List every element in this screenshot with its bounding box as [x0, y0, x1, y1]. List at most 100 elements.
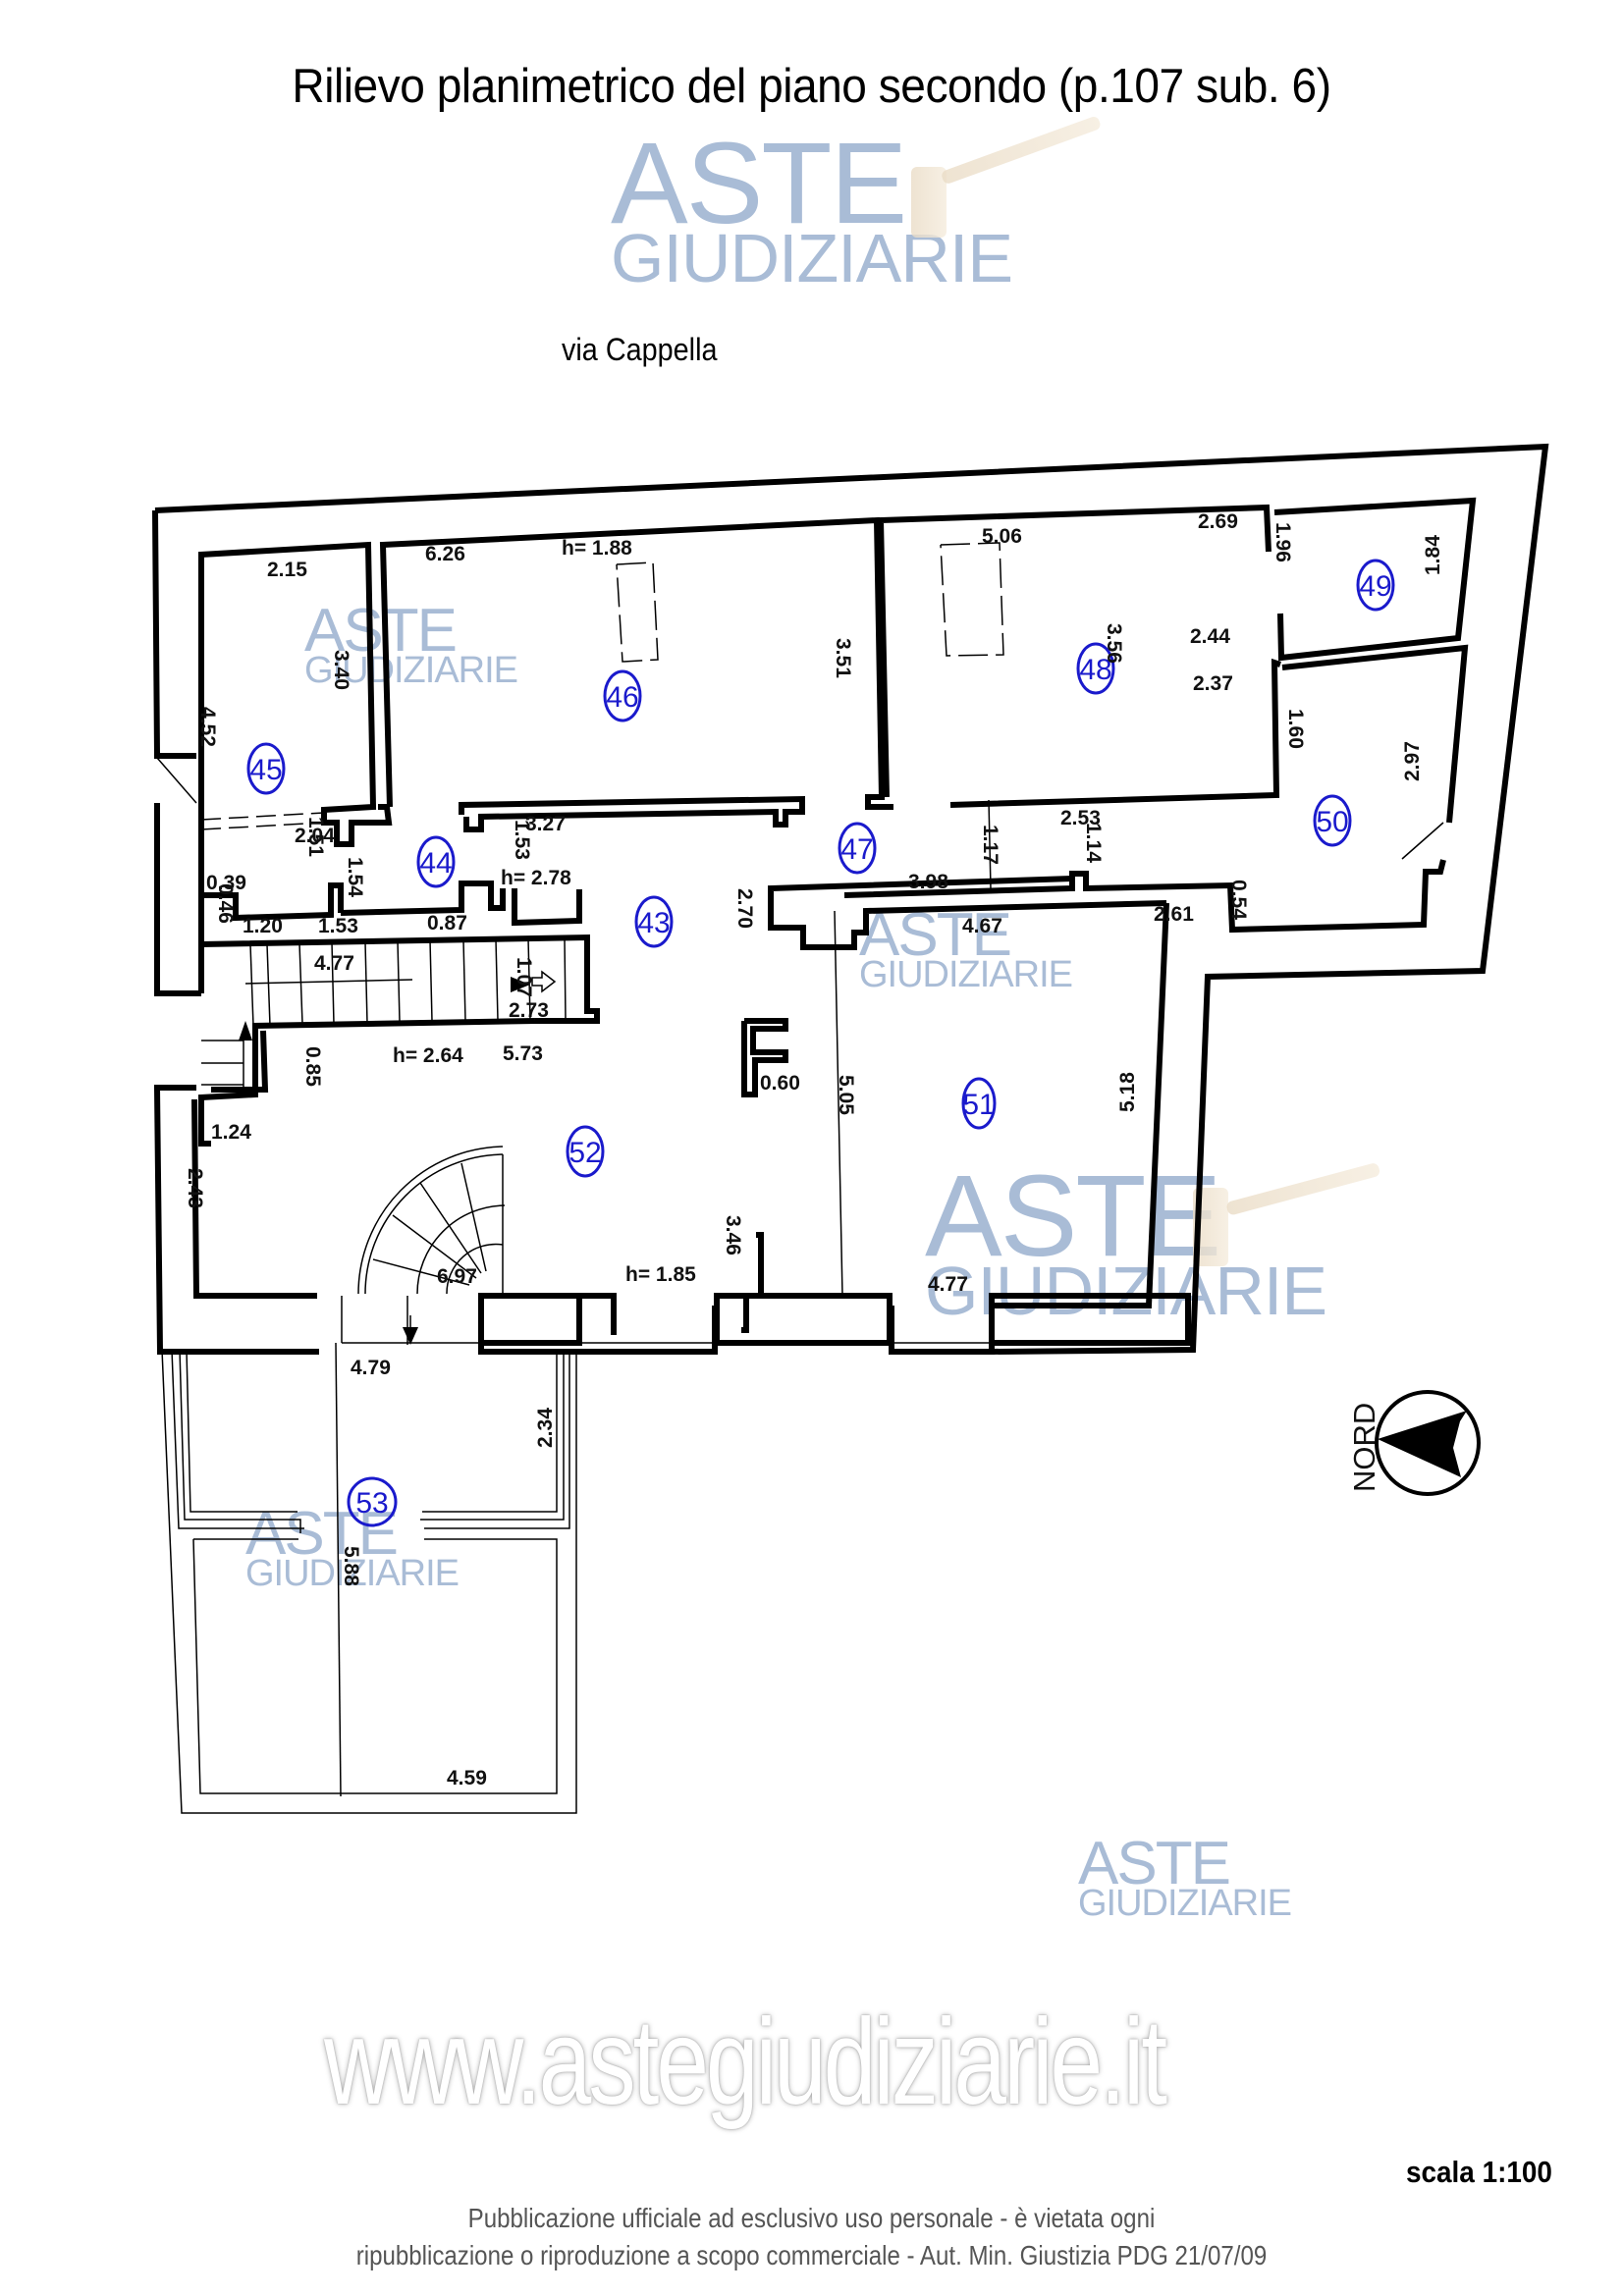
room-marker	[1356, 559, 1395, 612]
room-marker	[1076, 642, 1115, 695]
dimension-label: 4.52	[196, 707, 219, 747]
dimension-label: 3.40	[330, 650, 352, 690]
terrace-outline	[161, 1342, 577, 1814]
dimension-label: 0.46	[214, 883, 237, 924]
skylight-outline	[940, 542, 1004, 657]
dimension-label: 1.60	[1284, 709, 1307, 749]
room-marker	[347, 1476, 398, 1527]
watermark-logo-small: ASTE GIUDIZIARIE	[245, 1500, 460, 1593]
north-arrow-icon	[1378, 1411, 1467, 1477]
dimension-label: 1.53	[318, 915, 358, 937]
wall-room-48	[877, 504, 1271, 798]
room-division-line	[988, 799, 992, 889]
wall-room-52-bottom	[741, 1296, 749, 1333]
wall-room-44c	[512, 888, 582, 927]
height-label: h= 2.64	[393, 1044, 463, 1067]
watermark-giudiziarie: GIUDIZIARIE	[611, 220, 1013, 296]
outer-wall	[154, 443, 1549, 1355]
room-marker	[416, 835, 456, 888]
stair-treads	[201, 937, 567, 1095]
dimension-label: 4.77	[314, 952, 354, 975]
wall-room-51	[992, 902, 1169, 1308]
height-label: h= 1.85	[625, 1263, 696, 1286]
dimension-label: 3.98	[908, 871, 948, 893]
plan-title: Rilievo planimetrico del piano secondo (…	[292, 60, 1331, 113]
watermark-logo-small: ASTE GIUDIZIARIE	[1078, 1830, 1292, 1923]
wall-corridor	[459, 795, 805, 832]
wall-room-45	[198, 541, 393, 991]
wall-room-52-left	[191, 1098, 317, 1299]
room-id-53: 53	[355, 1487, 388, 1520]
dimension-label: 4.59	[447, 1767, 487, 1789]
dimension-label: 3.51	[832, 638, 854, 678]
room-marker	[838, 822, 877, 875]
dimension-label: 6.97	[437, 1265, 477, 1288]
stair-wall	[200, 934, 600, 1024]
arrow-icon	[511, 977, 530, 992]
watermark-aste: ASTE	[304, 597, 458, 665]
dimension-label: 1.84	[1422, 535, 1444, 575]
room-marker	[246, 742, 286, 795]
arrow-icon	[239, 1021, 252, 1041]
dimension-label: 5.88	[340, 1546, 362, 1586]
room-id-48: 48	[1079, 654, 1111, 686]
arrow-outline-icon	[531, 970, 557, 993]
dimension-label: 0.39	[206, 872, 246, 894]
dimension-label: 2.73	[509, 999, 549, 1022]
dimension-label: 1.20	[243, 915, 283, 937]
dimension-label: 0.87	[427, 912, 467, 934]
dimension-label: 2.34	[534, 1408, 557, 1448]
outer-wall	[152, 509, 196, 759]
stair-arrows	[239, 977, 530, 1345]
skylight-outline	[616, 561, 659, 663]
wall-room-48-bottom	[949, 658, 1281, 808]
dimension-label: 6.26	[425, 543, 465, 565]
dimension-label: 0.85	[301, 1046, 324, 1087]
compass-icon	[1375, 1390, 1481, 1496]
north-arrow: NORD	[1347, 1390, 1481, 1496]
dimension-label: 2.15	[267, 559, 307, 581]
dimension-label: 3.46	[722, 1215, 744, 1255]
wall-block	[714, 1293, 893, 1346]
wall-room-52-bottom	[481, 1293, 617, 1335]
watermark-giudiziarie: GIUDIZIARIE	[859, 954, 1073, 995]
disclaimer-line-1: Pubblicazione ufficiale ad esclusivo uso…	[467, 2203, 1156, 2233]
watermark-logo-top: ASTE GIUDIZIARIE	[611, 119, 1013, 296]
watermark-giudiziarie: GIUDIZIARIE	[304, 650, 518, 691]
watermark-aste: ASTE	[1078, 1830, 1231, 1897]
room-id-45: 45	[249, 754, 282, 786]
disclaimer-line-2: ripubblicazione o riproduzione a scopo c…	[355, 2240, 1268, 2270]
watermark-aste: ASTE	[611, 119, 907, 248]
room-id-44: 44	[419, 847, 452, 880]
outer-wall	[154, 803, 201, 996]
room-marker	[603, 669, 642, 722]
dimension-label: 2.70	[733, 888, 756, 929]
dimension-label: 4.77	[928, 1273, 968, 1296]
dimension-label: 2.43	[184, 1168, 206, 1208]
watermark-aste: ASTE	[245, 1500, 399, 1568]
gavel-icon	[911, 167, 947, 238]
watermark-aste: ASTE	[925, 1151, 1221, 1281]
height-label: h= 1.88	[562, 537, 632, 560]
dimension-label: 5.18	[1116, 1072, 1139, 1112]
stair-wall	[198, 1018, 536, 1147]
wall-room-46	[379, 516, 893, 810]
wall-room-47	[768, 876, 1073, 903]
door-swing	[156, 757, 197, 804]
wall-room-49	[1273, 497, 1477, 662]
wall-room-50	[1281, 644, 1469, 824]
scale-label: scala 1:100	[1406, 2155, 1552, 2189]
dimension-label: 3.56	[1103, 623, 1125, 664]
dimension-label: 1.96	[1271, 522, 1294, 562]
room-id-49: 49	[1359, 570, 1391, 603]
arrow-icon	[403, 1327, 418, 1345]
watermark-aste: ASTE	[859, 901, 1012, 969]
dimension-label: 1.51	[304, 817, 327, 857]
wc-wall	[741, 1018, 788, 1097]
watermark-url: www.astegiudiziarie.it	[324, 1995, 1167, 2130]
watermark-logo-small: ASTE GIUDIZIARIE	[859, 901, 1073, 995]
watermark-logo-small: ASTE GIUDIZIARIE	[304, 597, 518, 691]
dimension-label: 1.24	[211, 1121, 251, 1144]
dimension-label: 2.37	[1193, 672, 1233, 695]
room-id-43: 43	[637, 907, 670, 939]
